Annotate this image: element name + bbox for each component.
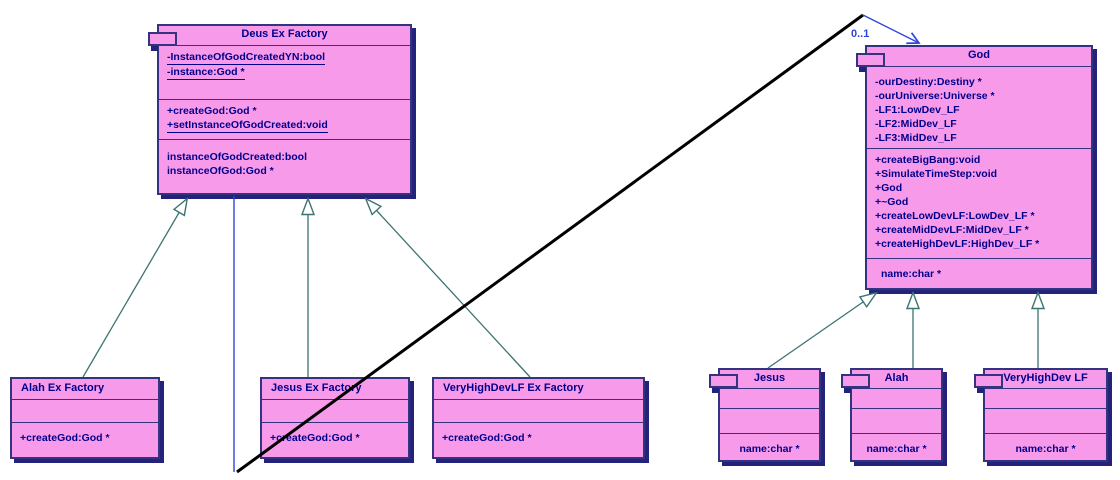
properties-section: instanceOfGodCreated:bool instanceOfGod:… (159, 140, 410, 178)
class-icon (841, 374, 870, 393)
class-title: Deus Ex Factory (159, 26, 410, 46)
class-alah[interactable]: Alah name:char * (841, 368, 943, 462)
operation: +createBigBang:void (875, 154, 981, 166)
properties-section: name:char * (720, 434, 819, 456)
operation: +createLowDevLF:LowDev_LF * (875, 210, 1035, 222)
operations-section: +createGod:God * (434, 423, 643, 445)
class-deus-ex-factory[interactable]: Deus Ex Factory -InstanceOfGodCreatedYN:… (148, 24, 412, 195)
class-title: Alah Ex Factory (12, 379, 158, 400)
attribute: -LF1:LowDev_LF (875, 104, 960, 116)
attributes-section: -InstanceOfGodCreatedYN:bool -instance:G… (159, 46, 410, 100)
operations-section-empty (852, 409, 941, 434)
property: name:char * (1015, 443, 1076, 455)
generalization-alah-factory-to-deus (82, 199, 187, 378)
operations-section: +createGod:God * (262, 423, 408, 445)
properties-section: name:char * (852, 434, 941, 456)
operations-section: +createBigBang:void +SimulateTimeStep:vo… (867, 149, 1091, 259)
operation: +SimulateTimeStep:void (875, 168, 998, 180)
operation: +createMidDevLF:MidDev_LF * (875, 224, 1029, 236)
class-title: VeryHighDevLF Ex Factory (434, 379, 643, 400)
operation: +~God (875, 196, 909, 208)
attributes-section: -ourDestiny:Destiny * -ourUniverse:Unive… (867, 67, 1091, 149)
operation: +setInstanceOfGodCreated:void (167, 119, 328, 133)
association-segment-arrow (862, 14, 919, 43)
property: name:char * (881, 268, 942, 280)
operations-section: +createGod:God * +setInstanceOfGodCreate… (159, 100, 410, 140)
attributes-section-empty (852, 389, 941, 409)
attributes-section-empty (262, 400, 408, 423)
generalization-jesus-to-god (767, 293, 876, 369)
operations-section: +createGod:God * (12, 423, 158, 445)
operation: +createHighDevLF:HighDev_LF * (875, 238, 1040, 250)
class-icon (709, 374, 738, 393)
class-title: God (867, 47, 1091, 67)
properties-section: name:char * (867, 259, 1091, 281)
class-title: Jesus Ex Factory (262, 379, 408, 400)
class-veryhighdevlf-ex-factory[interactable]: VeryHighDevLF Ex Factory +createGod:God … (432, 377, 645, 459)
class-jesus[interactable]: Jesus name:char * (709, 368, 821, 462)
attribute: -ourDestiny:Destiny * (875, 76, 982, 88)
class-title: Alah (852, 370, 941, 389)
operation: +createGod:God * (167, 105, 257, 117)
attribute: -instance:God * (167, 66, 245, 80)
attributes-section-empty (434, 400, 643, 423)
class-alah-ex-factory[interactable]: Alah Ex Factory +createGod:God * (10, 377, 160, 459)
class-icon (856, 53, 885, 72)
operation: +God (875, 182, 903, 194)
property: instanceOfGodCreated:bool (167, 151, 308, 163)
association-multiplicity-label: 0..1 (851, 28, 870, 40)
properties-section: name:char * (985, 434, 1106, 456)
class-title: VeryHighDev LF (985, 370, 1106, 389)
attribute: -InstanceOfGodCreatedYN:bool (167, 51, 326, 65)
operations-section-empty (720, 409, 819, 434)
class-god[interactable]: God -ourDestiny:Destiny * -ourUniverse:U… (856, 45, 1093, 290)
attributes-section-empty (720, 389, 819, 409)
attributes-section-empty (12, 400, 158, 423)
generalization-vhd-factory-to-deus (366, 199, 531, 378)
attribute: -ourUniverse:Universe * (875, 90, 995, 102)
operations-section-empty (985, 409, 1106, 434)
class-veryhighdev-lf[interactable]: VeryHighDev LF name:char * (974, 368, 1108, 462)
attributes-section-empty (985, 389, 1106, 409)
operation: +createGod:God * (20, 432, 110, 444)
class-jesus-ex-factory[interactable]: Jesus Ex Factory +createGod:God * (260, 377, 410, 459)
attribute: -LF3:MidDev_LF (875, 132, 957, 144)
property: name:char * (739, 443, 800, 455)
property: instanceOfGod:God * (167, 165, 274, 177)
operation: +createGod:God * (442, 432, 532, 444)
class-icon (148, 32, 177, 51)
attribute: -LF2:MidDev_LF (875, 118, 957, 130)
property: name:char * (866, 443, 927, 455)
operation: +createGod:God * (270, 432, 360, 444)
class-icon (974, 374, 1003, 393)
